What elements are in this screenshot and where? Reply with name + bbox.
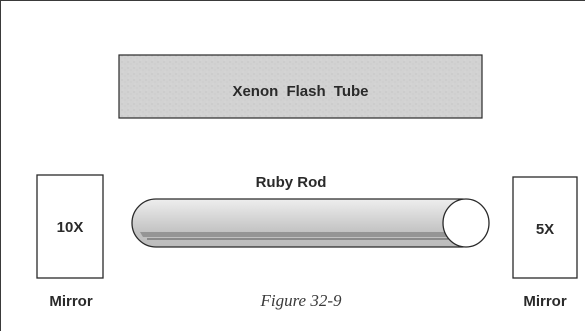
left-mirror-label: Mirror — [49, 293, 93, 310]
right-mirror-value: 5X — [535, 221, 555, 238]
rod-band — [140, 232, 462, 237]
flash-tube — [118, 54, 483, 119]
figure-caption: Figure 32-9 — [260, 291, 342, 310]
left-mirror-value: 10X — [56, 219, 84, 236]
flash-tube-label: Xenon Flash Tube — [232, 83, 369, 100]
ruby-rod-label: Ruby Rod — [255, 174, 327, 191]
left-mirror — [36, 174, 104, 279]
ruby-rod — [131, 198, 490, 248]
rod-end-face — [442, 198, 490, 248]
right-mirror-label: Mirror — [523, 293, 567, 310]
right-mirror — [512, 176, 578, 279]
